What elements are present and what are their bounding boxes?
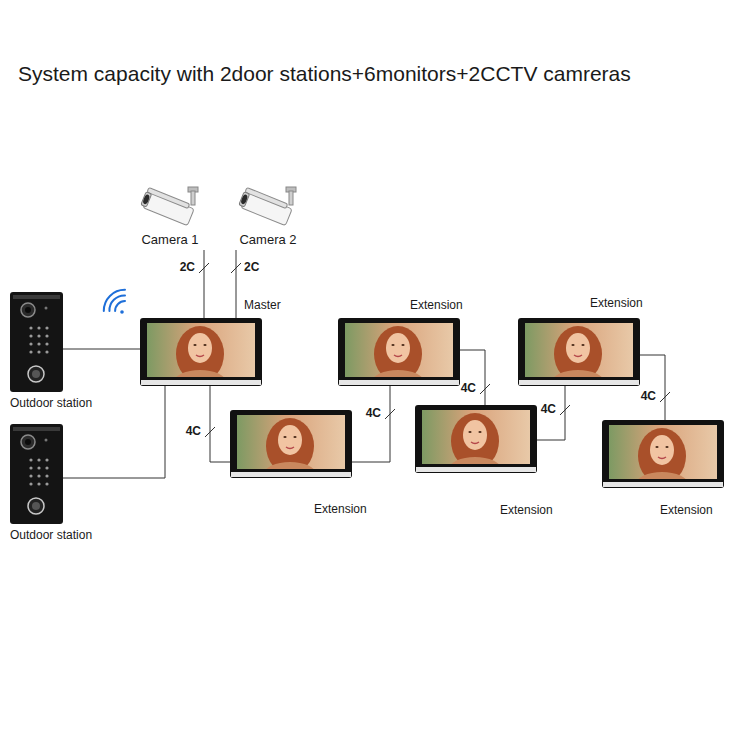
cable-slash — [560, 405, 570, 415]
camera-icon — [132, 186, 208, 232]
door-station-node: Outdoor station — [10, 424, 63, 524]
cable-slash — [660, 392, 670, 402]
cable-connector — [460, 350, 485, 405]
camera-node: Camera 1 — [132, 186, 208, 250]
cctv-camera-illustration — [236, 186, 300, 232]
cable-connector — [63, 349, 140, 350]
cable-connector — [210, 386, 230, 462]
monitor-label: Extension — [410, 298, 463, 312]
camera-label: Camera 2 — [232, 232, 304, 250]
wire-count-label: 4C — [365, 406, 382, 420]
monitor-illustration — [230, 410, 352, 478]
monitor-node: Extension — [602, 420, 724, 488]
door-station-illustration — [10, 424, 63, 524]
wifi-arc — [113, 299, 125, 311]
cable-slash — [199, 263, 209, 273]
camera-node: Camera 2 — [232, 186, 304, 250]
monitor-label: Extension — [660, 503, 713, 517]
wire-count-label: 4C — [640, 389, 657, 403]
wire-count-label: 2C — [243, 260, 260, 274]
door-station-illustration — [10, 292, 63, 392]
monitor-illustration — [602, 420, 724, 488]
station-label: Outdoor station — [10, 396, 92, 410]
monitor-illustration — [338, 318, 460, 386]
wire-count-label: 2C — [179, 260, 196, 274]
cable-slash — [205, 427, 215, 437]
cable-connector — [352, 386, 390, 462]
monitor-label: Extension — [590, 296, 643, 310]
door-station-node: Outdoor station — [10, 292, 63, 392]
monitor-label: Extension — [314, 502, 367, 516]
wire-count-label: 4C — [185, 424, 202, 438]
cable-connector — [204, 250, 205, 318]
cable-connector — [537, 386, 565, 440]
monitor-node: Master — [140, 318, 262, 386]
cable-slash — [385, 409, 395, 419]
monitor-illustration — [415, 405, 537, 473]
wifi-dot — [120, 310, 124, 314]
monitor-label: Extension — [500, 503, 553, 517]
monitor-node: Extension — [518, 318, 640, 386]
camera-icon — [232, 186, 304, 232]
cctv-camera-illustration — [138, 186, 202, 232]
wifi-icon — [99, 285, 125, 313]
cable-connector — [640, 355, 665, 420]
monitor-node: Extension — [230, 410, 352, 478]
monitor-label: Master — [244, 298, 281, 312]
monitor-node: Extension — [415, 405, 537, 473]
wire-count-label: 4C — [460, 381, 477, 395]
cable-slash — [231, 263, 241, 273]
wifi-arc — [106, 292, 125, 311]
diagram-title: System capacity with 2door stations+6mon… — [18, 62, 631, 86]
station-label: Outdoor station — [10, 528, 92, 542]
monitor-illustration — [140, 318, 262, 386]
monitor-illustration — [518, 318, 640, 386]
wire-count-label: 4C — [540, 402, 557, 416]
wifi-arc — [99, 285, 125, 311]
cable-slash — [480, 384, 490, 394]
cable-connector — [236, 250, 237, 318]
camera-label: Camera 1 — [132, 232, 208, 250]
monitor-node: Extension — [338, 318, 460, 386]
